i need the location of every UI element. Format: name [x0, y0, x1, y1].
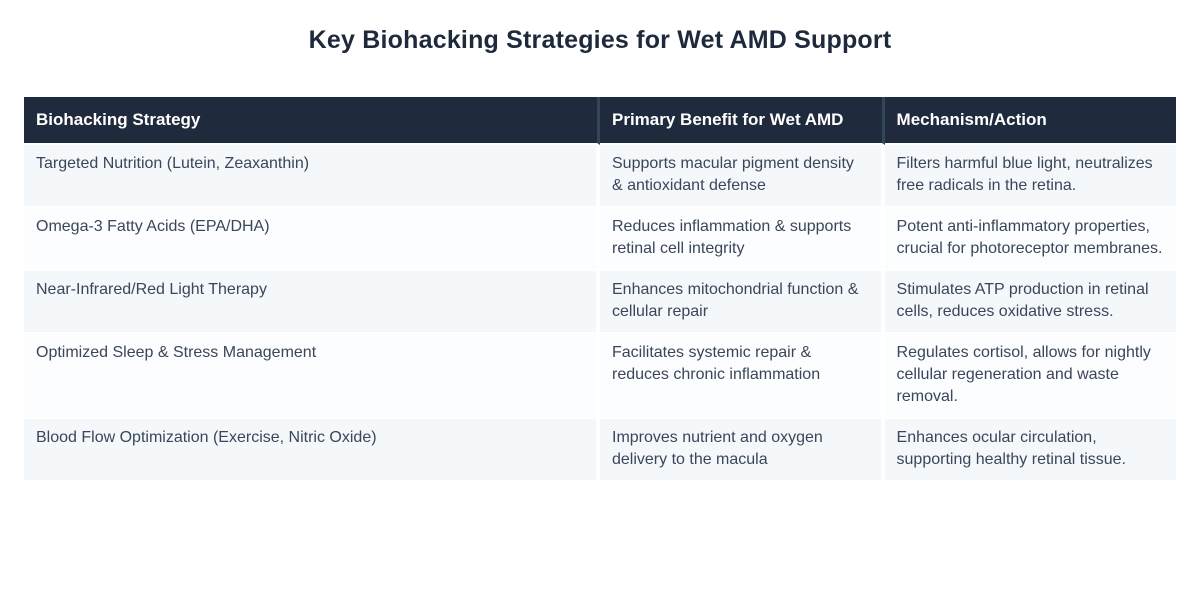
table-row: Blood Flow Optimization (Exercise, Nitri… — [24, 419, 1176, 482]
column-header-primary-benefit: Primary Benefit for Wet AMD — [600, 97, 885, 145]
column-header-mechanism-action: Mechanism/Action — [884, 97, 1176, 145]
table-cell: Potent anti-inflammatory properties, cru… — [884, 208, 1176, 271]
table-row: Targeted Nutrition (Lutein, Zeaxanthin)S… — [24, 145, 1176, 208]
column-header-biohacking-strategy: Biohacking Strategy — [24, 97, 600, 145]
table-header-row: Biohacking Strategy Primary Benefit for … — [24, 97, 1176, 145]
table-cell: Enhances mitochondrial function & cellul… — [600, 271, 885, 334]
table-cell: Enhances ocular circulation, supporting … — [884, 419, 1176, 482]
table-cell: Reduces inflammation & supports retinal … — [600, 208, 885, 271]
table-cell: Stimulates ATP production in retinal cel… — [884, 271, 1176, 334]
table-cell: Facilitates systemic repair & reduces ch… — [600, 334, 885, 419]
table-row: Omega-3 Fatty Acids (EPA/DHA)Reduces inf… — [24, 208, 1176, 271]
biohacking-strategies-table: Biohacking Strategy Primary Benefit for … — [24, 97, 1176, 482]
table-cell: Improves nutrient and oxygen delivery to… — [600, 419, 885, 482]
table-cell: Blood Flow Optimization (Exercise, Nitri… — [24, 419, 600, 482]
table-cell: Filters harmful blue light, neutralizes … — [884, 145, 1176, 208]
table-body: Targeted Nutrition (Lutein, Zeaxanthin)S… — [24, 145, 1176, 482]
page-title: Key Biohacking Strategies for Wet AMD Su… — [308, 26, 892, 54]
table-cell: Omega-3 Fatty Acids (EPA/DHA) — [24, 208, 600, 271]
table-cell: Supports macular pigment density & antio… — [600, 145, 885, 208]
table-cell: Targeted Nutrition (Lutein, Zeaxanthin) — [24, 145, 600, 208]
table-cell: Regulates cortisol, allows for nightly c… — [884, 334, 1176, 419]
table-cell: Optimized Sleep & Stress Management — [24, 334, 600, 419]
page: Key Biohacking Strategies for Wet AMD Su… — [0, 26, 1200, 600]
table-cell: Near-Infrared/Red Light Therapy — [24, 271, 600, 334]
